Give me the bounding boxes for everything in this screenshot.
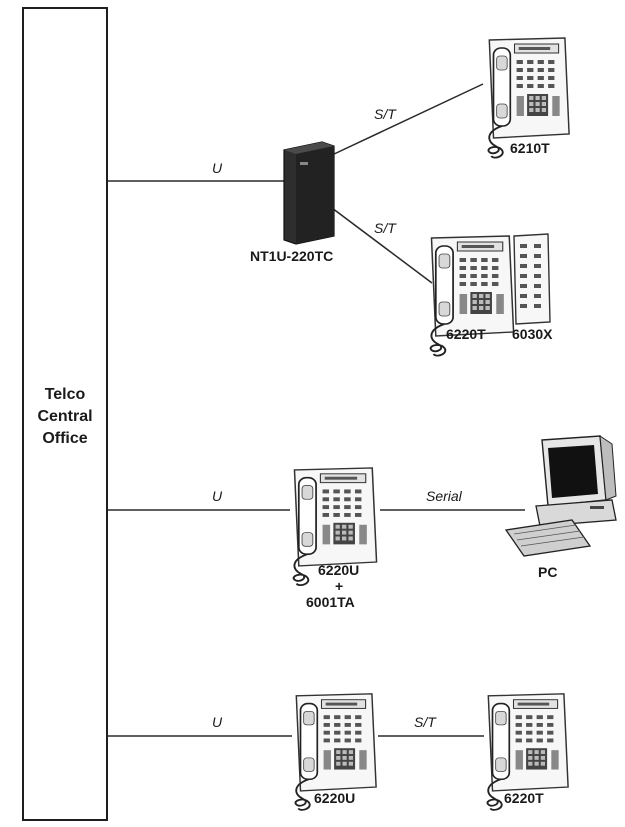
central-office-line1: Telco [44,386,86,403]
link-label-st-lower: S/T [374,220,396,236]
st-link-6220t [331,207,433,284]
device-label-6030x: 6030X [512,326,553,342]
device-label-6220u-a: 6220U [318,562,360,578]
device-label-6210t: 6210T [510,140,550,156]
device-label-6001ta: 6001TA [306,594,355,610]
central-office-line2: Central [37,408,93,425]
link-label-u2: U [212,488,223,504]
expansion-module-icon [513,233,551,325]
link-label-u1: U [212,160,223,176]
device-label-6220u-b: 6220U [314,790,356,806]
link-label-serial: Serial [426,488,462,504]
pc-icon [504,435,617,557]
link-label-st-bottom: S/T [414,714,436,730]
device-label-6220t-a: 6220T [446,326,486,342]
central-office-label: Telco Central Office [22,384,108,450]
device-label-plus: + [335,578,344,594]
nt1-box-icon [283,141,335,245]
central-office-line3: Office [42,430,88,447]
central-office-box [22,7,108,821]
device-label-nt1: NT1U-220TC [250,248,334,264]
st-link-6210t [331,83,484,156]
link-label-st-upper: S/T [374,106,396,122]
link-label-u3: U [212,714,223,730]
device-label-pc: PC [538,564,558,580]
device-label-6220t-b: 6220T [504,790,544,806]
